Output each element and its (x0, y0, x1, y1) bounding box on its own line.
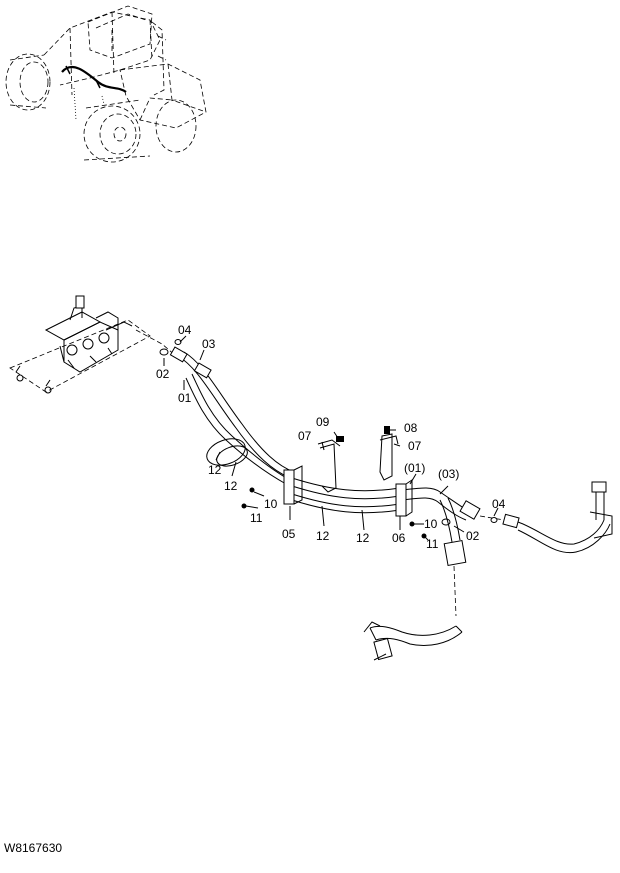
callout-02-right: 02 (466, 529, 480, 543)
callout-06: 06 (392, 531, 406, 545)
callout-12-a: 12 (208, 463, 222, 477)
callout-01-paren: (01) (404, 461, 425, 475)
callout-11-right: 11 (426, 537, 439, 551)
callout-12-c: 12 (316, 529, 330, 543)
clamps-brackets (159, 339, 498, 539)
callout-10-left: 10 (264, 497, 278, 511)
callout-12-b: 12 (224, 479, 238, 493)
callout-12-d: 12 (356, 531, 370, 545)
drawing-code: W8167630 (4, 841, 62, 855)
callout-04-top: 04 (178, 323, 192, 337)
callout-09: 09 (316, 415, 330, 429)
callout-03-paren: (03) (438, 467, 459, 481)
callout-02-left: 02 (156, 367, 170, 381)
callout-01-left: 01 (178, 391, 192, 405)
callout-05: 05 (282, 527, 296, 541)
callout-11-left: 11 (250, 511, 263, 525)
callout-08: 08 (404, 421, 418, 435)
callout-04-right: 04 (492, 497, 506, 511)
control-valve-assembly (9, 295, 177, 394)
machine-overview-thumbnail (5, 5, 207, 163)
hose-lines (169, 346, 613, 661)
callout-03-top: 03 (202, 337, 216, 351)
callout-07-left: 07 (298, 429, 312, 443)
callout-07-right: 07 (408, 439, 422, 453)
callout-10-right: 10 (424, 517, 438, 531)
leader-lines (163, 335, 499, 541)
callout-labels: 04 03 02 01 09 07 08 07 (01) (03) 04 12 … (156, 323, 506, 551)
